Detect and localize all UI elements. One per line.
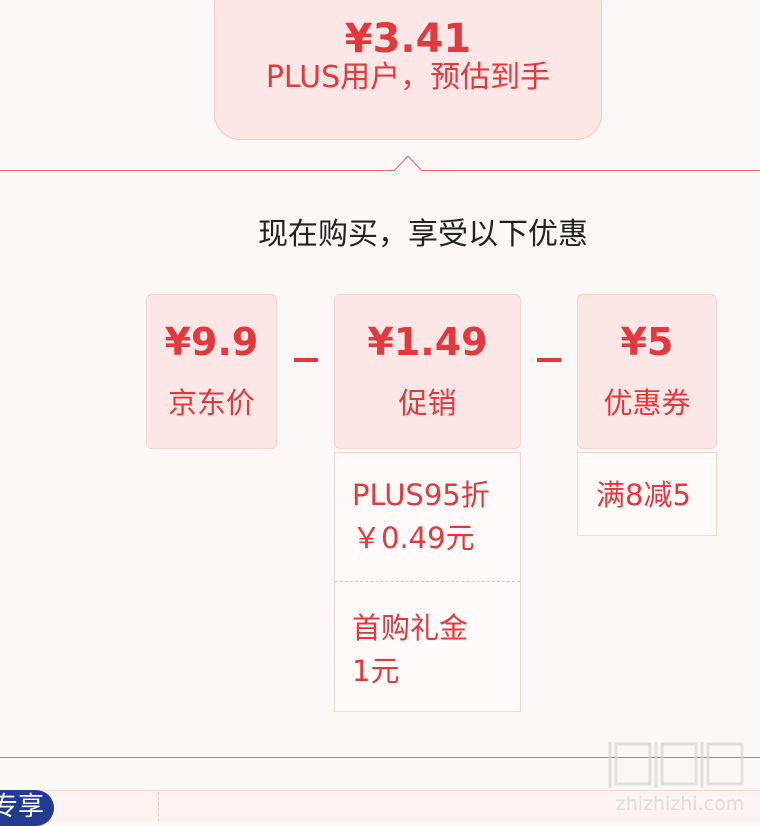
first-purchase-amount: 1元 — [352, 654, 400, 688]
watermark-text: zhizhizhi.com — [616, 793, 745, 815]
bottom-bar-separator — [158, 792, 159, 821]
detail-separator — [335, 581, 520, 582]
coupon-condition: 满8减5 — [596, 478, 691, 512]
minus-sign — [294, 358, 318, 362]
minus-sign — [537, 358, 561, 362]
first-purchase-line: 首购礼金 — [352, 611, 469, 645]
promotion-label: 促销 — [398, 386, 457, 420]
coupon-label: 优惠券 — [603, 386, 691, 420]
jd-price-card: ¥9.9 京东价 — [146, 294, 277, 449]
site-watermark: zhizhizhi.com — [608, 742, 745, 815]
coupon-details: 满8减5 — [577, 452, 717, 536]
coupon-value: ¥5 — [620, 320, 674, 364]
jd-price-label: 京东价 — [167, 386, 255, 420]
top-divider — [0, 170, 760, 171]
estimated-price-bubble: ¥3.41 PLUS用户，预估到手 — [214, 0, 602, 140]
plus-discount-amount: ￥0.49元 — [352, 521, 475, 555]
bubble-pointer-notch — [394, 155, 422, 172]
estimated-price-label: PLUS用户，预估到手 — [265, 60, 551, 95]
jd-price-value: ¥9.9 — [164, 320, 259, 364]
promotion-value: ¥1.49 — [367, 320, 488, 364]
exclusive-badge[interactable]: 专享 — [0, 790, 54, 826]
bottom-bar — [0, 790, 760, 822]
promotion-details: PLUS95折 ￥0.49元 首购礼金 1元 — [334, 452, 521, 712]
discount-heading: 现在购买，享受以下优惠 — [258, 217, 588, 252]
plus-discount-line: PLUS95折 — [352, 478, 490, 512]
coupon-card: ¥5 优惠券 — [577, 294, 717, 449]
estimated-price-amount: ¥3.41 — [344, 16, 472, 62]
promotion-card: ¥1.49 促销 — [334, 294, 521, 449]
bottom-divider — [0, 757, 760, 758]
